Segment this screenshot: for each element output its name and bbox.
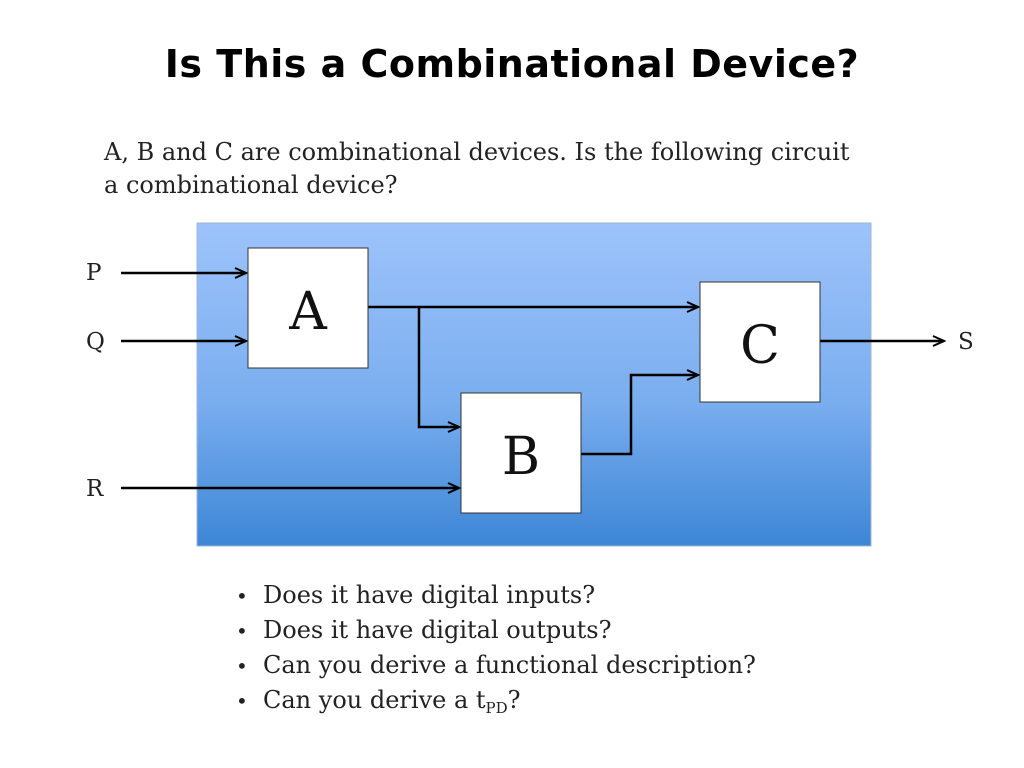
question-list: •Does it have digital inputs? •Does it h… [236, 578, 756, 725]
tpd-subscript: PD [485, 699, 508, 717]
list-item: •Does it have digital outputs? [236, 616, 612, 644]
input-label-p: P [86, 260, 101, 286]
list-item: •Can you derive a functional description… [236, 651, 756, 679]
bullet-text: Does it have digital outputs? [263, 616, 612, 644]
list-item: •Can you derive a tPD? [236, 686, 521, 717]
block-c [699, 281, 821, 403]
block-c-label: C [740, 316, 780, 376]
block-a [247, 247, 369, 369]
bullet-text: Can you derive a functional description? [263, 651, 756, 679]
bullet-text: Can you derive a t [263, 686, 486, 714]
bullet-text: Does it have digital inputs? [263, 581, 596, 609]
block-b-label: B [502, 427, 540, 487]
intro-line-2: a combinational device? [104, 171, 398, 199]
input-label-r: R [86, 476, 104, 502]
list-item: •Does it have digital inputs? [236, 581, 596, 609]
wire-a-to-b [417, 307, 459, 427]
intro-text: A, B and C are combinational devices. Is… [104, 136, 984, 202]
wire-b-to-c [581, 375, 698, 456]
output-label-s: S [958, 329, 974, 355]
intro-line-1: A, B and C are combinational devices. Is… [104, 138, 850, 166]
bullet-suffix: ? [507, 686, 521, 714]
block-a-label: A [288, 282, 328, 342]
slide-title: Is This a Combinational Device? [164, 42, 860, 86]
input-label-q: Q [86, 329, 105, 355]
block-b [460, 392, 582, 514]
